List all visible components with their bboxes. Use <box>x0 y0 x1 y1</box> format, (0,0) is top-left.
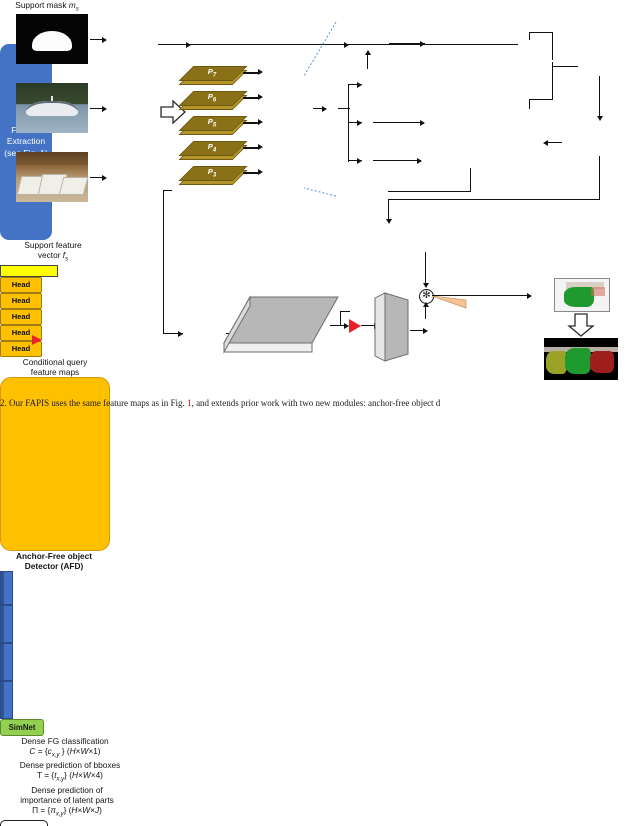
head-p5[interactable]: Head <box>0 308 42 325</box>
support-image <box>16 83 88 133</box>
feature-extraction-block: Feature Extraction (see Fig. 1) <box>0 43 52 240</box>
afd-conv-trunk <box>0 570 13 605</box>
pyramid-level-p7: P7 <box>178 66 248 85</box>
part-map-slab <box>223 295 339 354</box>
roi-align-triangle-icon <box>32 335 42 345</box>
head-p6[interactable]: Head <box>0 292 42 309</box>
query-image <box>16 152 88 202</box>
afd-conv-branch-mid <box>0 642 13 681</box>
downward-block-arrow <box>567 313 595 337</box>
fe-line2: Extraction <box>6 136 46 147</box>
support-mask-image <box>16 14 88 64</box>
figure-diagram: Support mask ms Support image xs Query i… <box>0 0 618 826</box>
pyramid-level-p5: P5 <box>178 116 248 135</box>
afd-perspective-guides <box>303 21 337 197</box>
simnet-block[interactable]: SimNet <box>0 718 44 736</box>
dense-fg-classification-label: Dense FG classification C = {cx,y } (H×W… <box>21 735 109 759</box>
head-p3[interactable]: Head <box>0 340 42 357</box>
support-feature-vector-label: Support feature vector fs <box>24 239 82 263</box>
dense-bbox-prediction-label: Dense prediction of bboxes T = {tx,y} (H… <box>19 760 121 783</box>
afd-conv-branch-bottom <box>0 680 13 719</box>
feature-flow-block-arrow <box>160 99 186 125</box>
roi-pooled-part-map-slab <box>374 292 409 362</box>
conditional-query-feature-maps-label: Conditional query feature maps <box>22 356 88 377</box>
figure-caption: 2. Our FAPIS uses the same feature maps … <box>0 398 441 408</box>
instance-mask-image <box>554 278 610 312</box>
support-mask-label: Support mask ms <box>15 0 79 13</box>
dense-part-importance-label: Dense prediction of importance of latent… <box>20 784 114 818</box>
pyramid-level-p6: P6 <box>178 91 248 110</box>
pyramid-level-p4: P4 <box>178 141 248 160</box>
afd-conv-branch-top <box>0 604 13 643</box>
support-feature-vector <box>0 264 58 277</box>
head-p4[interactable]: Head <box>0 324 42 341</box>
query-mask-image <box>544 338 618 380</box>
pyramid-level-p3: P3 <box>178 166 248 185</box>
afd-title: Anchor-Free object Detector (AFD) <box>15 550 93 571</box>
nms-block[interactable]: NMS <box>0 819 48 826</box>
inner-product-leader-line <box>431 295 467 309</box>
head-p7[interactable]: Head <box>0 276 42 293</box>
roi-align-pooling-icon-main <box>349 319 361 333</box>
